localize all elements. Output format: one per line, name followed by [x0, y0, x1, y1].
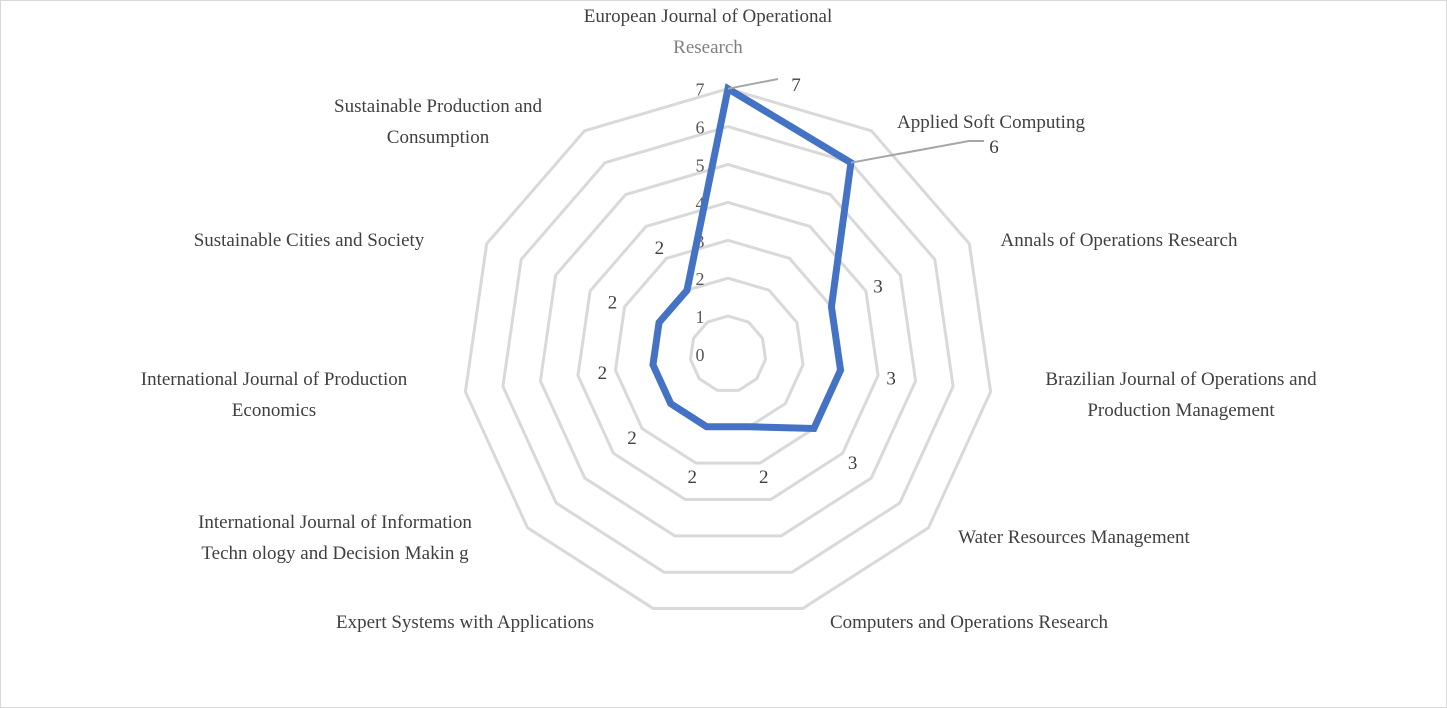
category-label-line: Sustainable Cities and Society: [193, 230, 425, 251]
category-label-line: Applied Soft Computing: [897, 112, 1085, 133]
leader-line: [727, 78, 779, 90]
data-label: 2: [598, 363, 608, 384]
grid-ring-5: [538, 162, 918, 538]
category-label-line: Sustainable Production and: [334, 96, 542, 117]
category-label-line: Brazilian Journal of Operations and: [1045, 369, 1317, 390]
grid-ring-7: [463, 87, 993, 611]
category-label: Computers and Operations Research: [830, 607, 1108, 638]
category-label-line: Research: [673, 37, 743, 58]
axis-tick-label: 7: [696, 80, 705, 100]
category-label-line: Techn ology and Decision Makin g: [201, 543, 469, 564]
category-label-line: Production Management: [1087, 400, 1275, 421]
category-label: Annals of Operations Research: [1001, 225, 1238, 256]
grid-ring-6: [501, 125, 955, 574]
category-label-line: International Journal of Information: [198, 512, 472, 533]
grid-ring-3: [613, 238, 843, 465]
category-label-line: Economics: [231, 400, 317, 421]
axis-tick-label: 2: [696, 269, 705, 289]
category-label: Sustainable Cities and Society: [194, 225, 425, 256]
category-label-line: Computers and Operations Research: [829, 612, 1109, 633]
leader-line: [850, 140, 984, 164]
axis-tick-label: 6: [696, 118, 705, 138]
data-label: 3: [873, 277, 883, 298]
category-label: Water Resources Management: [958, 522, 1190, 553]
data-label: 2: [759, 467, 769, 488]
category-label-line: Expert Systems with Applications: [335, 612, 595, 633]
data-label: 2: [608, 292, 618, 313]
axis-tick-label: 0: [696, 345, 705, 365]
category-label: Expert Systems with Applications: [336, 607, 594, 638]
data-label: 2: [627, 428, 637, 449]
category-label-line: Consumption: [386, 127, 490, 148]
axis-tick-label: 1: [696, 307, 705, 327]
series-line: [649, 83, 855, 433]
category-label-line: International Journal of Production: [140, 369, 408, 390]
category-label-line: Water Resources Management: [958, 527, 1190, 548]
data-label: 2: [655, 238, 665, 259]
category-label: Applied Soft Computing: [897, 107, 1085, 138]
data-label: 3: [848, 453, 858, 474]
axis-tick-label: 5: [696, 156, 705, 176]
data-label: 2: [687, 467, 697, 488]
data-label: 6: [989, 137, 999, 158]
axis-tick-label: 4: [696, 193, 705, 213]
category-label-line: Annals of Operations Research: [1000, 230, 1238, 251]
grid-ring-4: [576, 200, 880, 501]
data-label: 3: [886, 368, 896, 389]
data-label: 7: [791, 75, 801, 96]
grid-ring-1: [688, 314, 768, 392]
category-label-line: European Journal of Operational: [583, 6, 833, 27]
